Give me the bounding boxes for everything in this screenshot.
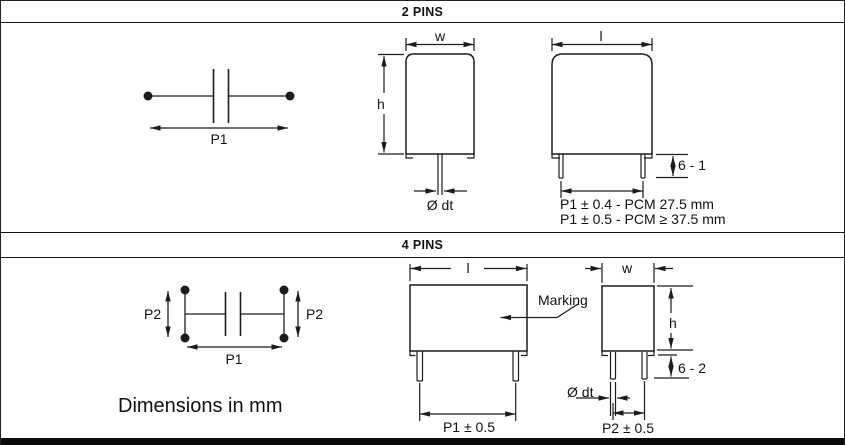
table-bottom-border (1, 438, 844, 445)
dim-label-p1-tol: P1 ± 0.5 (442, 419, 496, 435)
dim-label-p2-left: P2 (144, 306, 162, 322)
four-pins-front-view (409, 264, 579, 421)
section-title-4pins: 4 PINS (401, 238, 444, 252)
section-header-4pins: 4 PINS (1, 232, 844, 258)
two-pins-side-view (378, 38, 475, 195)
dim-label-l-2pins: l (599, 28, 603, 44)
section-header-2pins: 2 PINS (1, 1, 844, 23)
dim-label-p2-tol: P2 ± 0.5 (601, 420, 655, 436)
marking-label: Marking (538, 292, 588, 308)
pcm-note-line1: P1 ± 0.4 - PCM 27.5 mm (560, 196, 714, 212)
dim-label-h-4pins: h (666, 316, 680, 331)
units-note: Dimensions in mm (118, 395, 283, 417)
pcm-note-line2: P1 ± 0.5 - PCM ≥ 37.5 mm (560, 211, 726, 227)
dim-label-p2-right: P2 (306, 306, 324, 322)
dim-label-dt-4pins: Ø dt (567, 384, 594, 400)
dim-label-w-4pins: w (621, 260, 633, 276)
dim-label-dt-2pins: Ø dt (426, 197, 454, 213)
four-pins-schematic (165, 285, 301, 350)
dim-label-p1-4pins: P1 (225, 351, 243, 367)
dim-label-lead-length-4pins: 6 - 2 (678, 360, 707, 376)
dim-label-p1-2pins: P1 (210, 131, 228, 147)
dim-label-l-4pins: l (463, 261, 473, 276)
section-title-2pins: 2 PINS (401, 4, 444, 19)
two-pins-front-view (551, 38, 688, 198)
four-pins-side-view (576, 263, 693, 420)
two-pins-schematic (143, 69, 295, 131)
dim-label-w-2pins: w (434, 28, 446, 44)
dim-label-lead-length-2pins: 6 - 1 (678, 157, 707, 173)
dim-label-h-2pins: h (377, 96, 385, 112)
